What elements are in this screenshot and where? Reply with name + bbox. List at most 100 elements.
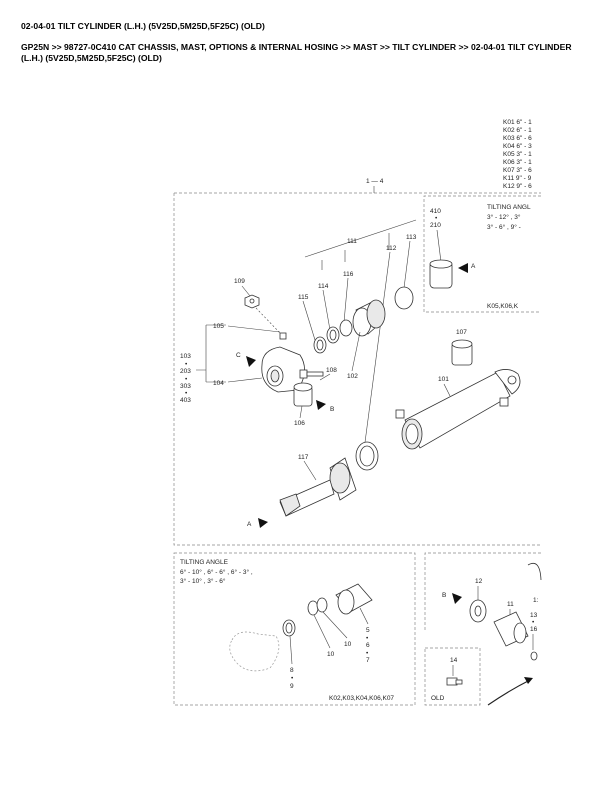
callout-dot: • xyxy=(366,650,369,657)
bracket-line xyxy=(304,219,417,270)
breadcrumb-item[interactable]: 98727-0C410 CAT CHASSIS, MAST, OPTIONS &… xyxy=(64,42,339,52)
ghost-rod-end xyxy=(229,631,280,672)
leader-line xyxy=(436,229,442,263)
seal-kit-bracket: 111 112 113 114 115 116 xyxy=(298,219,417,451)
kit-row: K11 9" - 9 xyxy=(503,175,532,182)
kit-row: K05 3" - 1 xyxy=(503,151,532,158)
bolt-108: 108 xyxy=(299,367,337,381)
port-fitting xyxy=(499,397,509,407)
fitting-part xyxy=(446,677,458,686)
inset-bottom-line: 6° - 10° , 6° - 6° , 6° - 3° , xyxy=(180,568,253,576)
callout-112: 112 xyxy=(386,245,397,252)
callout-410: 410 xyxy=(430,208,441,215)
inset-old-label: OLD xyxy=(431,695,445,702)
callout-109: 109 xyxy=(234,278,245,285)
leader-line xyxy=(227,325,281,333)
callout-8: 8 xyxy=(290,667,294,674)
arrow-label: C xyxy=(236,352,241,359)
nut-109: 109 xyxy=(234,278,281,334)
breadcrumb-separator: >> xyxy=(51,42,62,52)
kit-row: K12 9" - 6 xyxy=(503,183,532,190)
rod-thread xyxy=(279,493,301,517)
leader-line xyxy=(303,460,317,481)
inset-bottom-line: 3° - 10° , 3° - 6° xyxy=(180,577,226,585)
sleeve-face xyxy=(337,589,355,615)
leader-line xyxy=(313,614,331,649)
callout-107: 107 xyxy=(456,329,467,336)
inset-bottom-title: TILTING ANGLE xyxy=(180,559,229,566)
inset-bottom-kits: K02,K03,K04,K06,K07 xyxy=(329,695,394,702)
main-box-border xyxy=(173,192,541,546)
direction-arrow-icon xyxy=(246,356,256,367)
callout-116: 116 xyxy=(343,271,354,278)
seal-ring-inner xyxy=(316,339,324,351)
bushing-107: 107 xyxy=(451,329,473,366)
leader-line xyxy=(289,635,293,665)
fitting-nipple xyxy=(455,679,463,685)
breadcrumb-item[interactable]: MAST xyxy=(353,42,378,52)
callout-403: 403 xyxy=(180,397,191,404)
main-assembly-box: 1 — 4 xyxy=(173,178,541,546)
kit-row: K02 6" - 1 xyxy=(503,127,532,134)
callout-103: 103 xyxy=(180,353,191,360)
breadcrumb-item[interactable]: GP25N xyxy=(21,42,50,52)
breadcrumb: GP25N >> 98727-0C410 CAT CHASSIS, MAST, … xyxy=(21,42,581,64)
arrow-label: A xyxy=(471,263,476,270)
callout-106: 106 xyxy=(294,420,305,427)
assembly-arrow xyxy=(487,679,531,706)
callout-111: 111 xyxy=(347,238,357,245)
rod-end-104: C xyxy=(236,332,305,393)
bracket-line xyxy=(196,324,226,383)
breadcrumb-separator: >> xyxy=(340,42,351,52)
kit-row: K01 6" - 1 xyxy=(503,119,532,126)
seal-ring-inner xyxy=(329,329,337,341)
washer-hole xyxy=(474,605,482,617)
inset-bottom: TILTING ANGLE 6° - 10° , 6° - 6° , 6° - … xyxy=(173,552,416,706)
inset-right-kits: K05,K06,K xyxy=(487,303,519,310)
inset-right: TILTING ANGL 3° - 12° , 3° 3° - 6° , 9° … xyxy=(423,195,541,313)
leader-line xyxy=(255,307,281,334)
leader-line xyxy=(241,285,251,297)
callout-10: 10 xyxy=(344,641,352,648)
arrow-label: B xyxy=(442,592,446,599)
breadcrumb-item[interactable]: TILT CYLINDER xyxy=(392,42,457,52)
kit-row: K04 6" - 3 xyxy=(503,143,532,150)
o-ring xyxy=(316,597,328,613)
callout-1x: 1: xyxy=(533,597,539,604)
direction-arrow-icon xyxy=(316,400,326,410)
leader-line xyxy=(319,373,331,381)
callout-115: 115 xyxy=(298,294,309,301)
seal-ring-inner xyxy=(285,622,293,634)
callout-7: 7 xyxy=(366,657,370,664)
bracket-103: 103 • 203 • 303 • 403 105 104 xyxy=(180,323,281,404)
callout-105: 105 xyxy=(213,323,224,330)
seal-set: 102 xyxy=(313,286,414,380)
rod-end-bore xyxy=(270,369,280,383)
callout-11: 11 xyxy=(507,601,514,608)
leader-line xyxy=(302,300,316,341)
inset-old: 14 OLD xyxy=(424,647,481,706)
bushing-106: 106 B xyxy=(293,382,334,427)
callout-16: 16 xyxy=(530,626,538,633)
leader-line xyxy=(363,251,391,451)
inset-right-line: 3° - 12° , 3° xyxy=(487,213,521,221)
o-ring xyxy=(394,286,414,310)
inset-bottom-border xyxy=(173,552,416,706)
page-title: 02-04-01 TILT CYLINDER (L.H.) (5V25D,5M2… xyxy=(21,21,265,31)
leader-line xyxy=(343,277,349,323)
callout-203: 203 xyxy=(180,368,191,375)
direction-arrow-icon xyxy=(452,593,462,604)
right-partial-assembly: 12 B 11 13 • 16 1: xyxy=(424,552,542,706)
pin-head xyxy=(513,622,527,644)
callout-303: 303 xyxy=(180,383,191,390)
inset-right-title: TILTING ANGL xyxy=(487,204,531,211)
callout-104: 104 xyxy=(213,380,224,387)
direction-arrow-icon xyxy=(524,677,533,684)
callout-10: 10 xyxy=(327,651,335,658)
callout-114: 114 xyxy=(318,283,329,290)
cylinder-101: 101 xyxy=(395,369,521,450)
bushing-top xyxy=(451,339,473,349)
callout-14: 14 xyxy=(450,657,458,664)
callout-5: 5 xyxy=(366,627,370,634)
inset-right-line: 3° - 6° , 9° - xyxy=(487,223,521,231)
